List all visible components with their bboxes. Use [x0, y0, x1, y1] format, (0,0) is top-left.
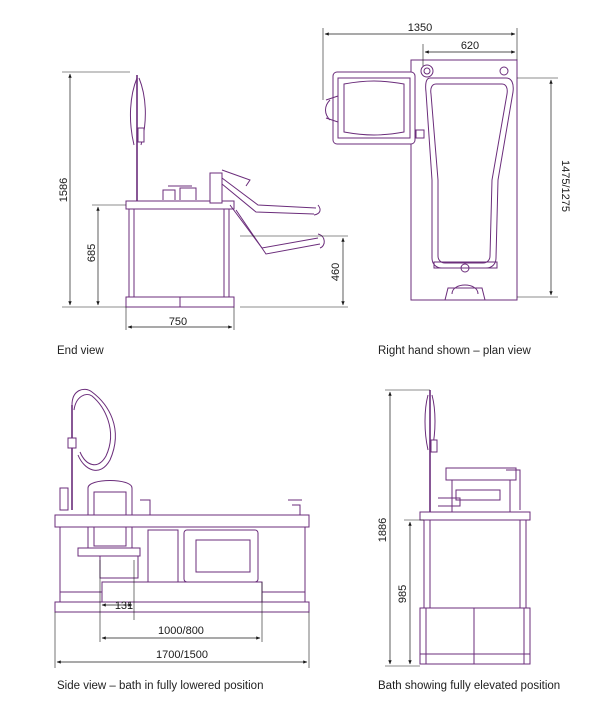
- dim-plan-seat-width: 620: [461, 40, 479, 52]
- dim-plan-length: 1350: [408, 22, 432, 34]
- dim-plan-width: 1475/1275: [559, 160, 571, 212]
- elevated-view-drawing: [419, 390, 531, 665]
- side-view-drawing: [54, 388, 310, 613]
- end-view-dimensions: 1586 685 750 460: [58, 71, 348, 330]
- elevated-view-dimensions: 1886 985: [377, 389, 430, 667]
- caption-side-view: Side view – bath in fully lowered positi…: [57, 680, 264, 692]
- dim-end-rim-height: 685: [86, 244, 98, 262]
- plan-view-drawing: [325, 59, 518, 301]
- side-view-dimensions: 131 1000/800 1700/1500: [54, 560, 310, 668]
- dim-end-height: 1586: [58, 178, 70, 202]
- dim-side-seat-offset: 131: [115, 600, 133, 612]
- end-view-drawing: [125, 75, 325, 308]
- dim-side-length: 1700/1500: [156, 649, 208, 661]
- caption-plan-view: Right hand shown – plan view: [378, 345, 531, 357]
- dim-end-seat-height: 460: [330, 263, 342, 281]
- dim-elev-height: 1886: [377, 518, 389, 542]
- caption-elevated-view: Bath showing fully elevated position: [378, 680, 561, 692]
- dim-end-width: 750: [169, 316, 187, 328]
- dim-side-inner-length: 1000/800: [158, 625, 204, 637]
- dim-elev-base-height: 985: [397, 585, 409, 603]
- caption-end-view: End view: [57, 345, 104, 357]
- plan-view-dimensions: 1350 620 1475/1275: [322, 22, 571, 298]
